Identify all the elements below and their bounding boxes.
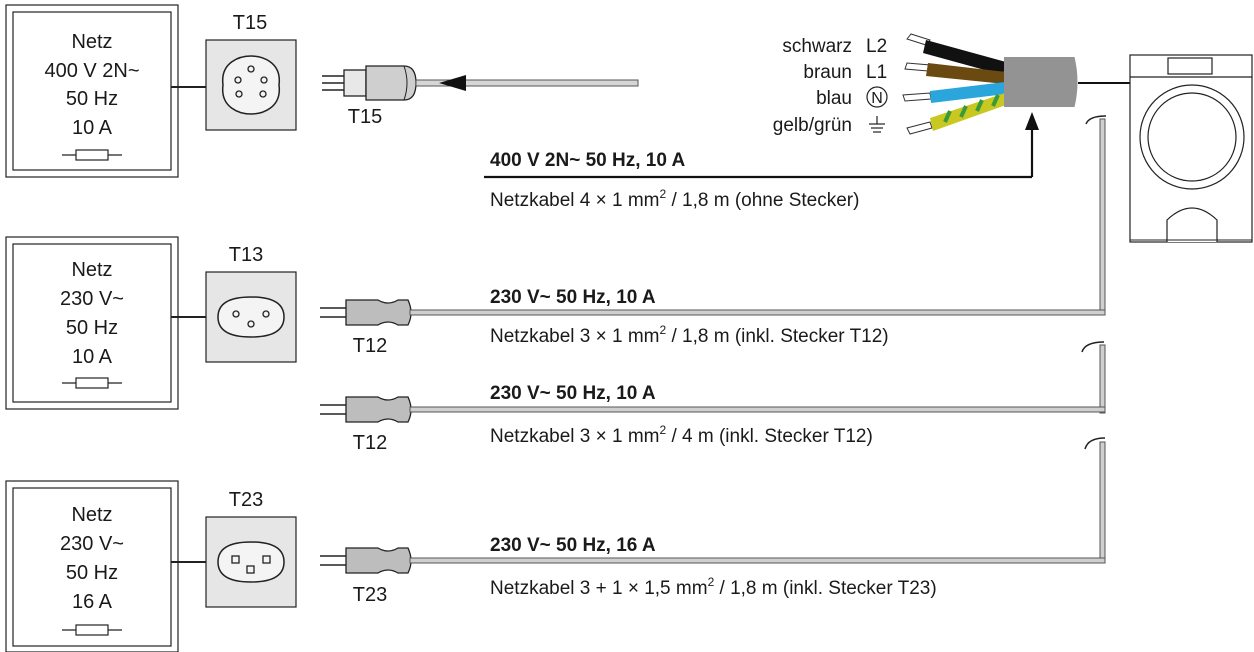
plug-t12-icon: [320, 396, 412, 423]
wire-color-label: blau: [816, 88, 852, 109]
socket-t23: [205, 516, 297, 608]
neutral-symbol-icon: N: [866, 86, 888, 108]
source-title: Netz: [71, 259, 112, 281]
cable-description: Netzkabel 3 × 1 mm2 / 1,8 m (inkl. Steck…: [490, 323, 889, 347]
socket-label-t15: T15: [233, 12, 267, 34]
wire-color-label: braun: [803, 62, 852, 83]
source-box-400v: Netz 400 V 2N~ 50 Hz 10 A: [5, 4, 179, 178]
wire-color-label: schwarz: [782, 36, 852, 57]
plug-t15-icon: [322, 65, 417, 101]
socket-face-icon: [217, 541, 285, 583]
source-voltage: 230 V~: [60, 288, 124, 310]
plug-label: T12: [353, 432, 387, 454]
socket-face-icon: [217, 296, 285, 338]
source-title: Netz: [71, 31, 112, 53]
arrow-icon: [439, 75, 466, 91]
plug-label: T15: [348, 106, 382, 128]
cable-description: Netzkabel 4 × 1 mm2 / 1,8 m (ohne Stecke…: [490, 187, 859, 211]
plug-t12-icon: [320, 299, 412, 326]
plug-t23-icon: [320, 547, 412, 574]
cable-rating: 230 V~ 50 Hz, 16 A: [490, 535, 656, 556]
svg-text:N: N: [871, 90, 883, 107]
socket-face-icon: [222, 55, 280, 115]
plug-label: T12: [353, 335, 387, 357]
wire-code-label: L2: [866, 36, 887, 57]
socket-label-t23: T23: [229, 489, 263, 511]
wire-color-label: gelb/grün: [773, 115, 852, 136]
source-current: 10 A: [72, 346, 113, 368]
fuse-icon: [62, 624, 122, 636]
source-box-230v-16a: Netz 230 V~ 50 Hz 16 A: [5, 480, 179, 652]
cable-description: Netzkabel 3 × 1 mm2 / 4 m (inkl. Stecker…: [490, 423, 873, 447]
source-frequency: 50 Hz: [66, 317, 118, 339]
wire-bundle: [902, 33, 1078, 135]
washing-machine-icon: [1129, 54, 1253, 243]
cable-rating: 230 V~ 50 Hz, 10 A: [490, 383, 656, 404]
source-title: Netz: [71, 504, 112, 526]
socket-label-t13: T13: [229, 244, 263, 266]
cable-rating: 400 V 2N~ 50 Hz, 10 A: [490, 150, 685, 171]
source-frequency: 50 Hz: [66, 562, 118, 584]
source-frequency: 50 Hz: [66, 88, 118, 110]
source-voltage: 230 V~: [60, 533, 124, 555]
cable-rating: 230 V~ 50 Hz, 10 A: [490, 287, 656, 308]
socket-t13: [205, 271, 297, 363]
source-current: 16 A: [72, 591, 113, 613]
ground-symbol-icon: [869, 116, 885, 133]
source-box-230v-10a: Netz 230 V~ 50 Hz 10 A: [5, 236, 179, 410]
source-voltage: 400 V 2N~: [44, 60, 139, 82]
wire-code-label: L1: [866, 62, 887, 83]
cable-description: Netzkabel 3 + 1 × 1,5 mm2 / 1,8 m (inkl.…: [490, 575, 937, 599]
plug-label: T23: [353, 584, 387, 606]
fuse-icon: [62, 377, 122, 389]
fuse-icon: [62, 149, 122, 161]
socket-t15: [205, 39, 297, 131]
arrow-up-icon: [1025, 112, 1039, 130]
source-current: 10 A: [72, 117, 113, 139]
